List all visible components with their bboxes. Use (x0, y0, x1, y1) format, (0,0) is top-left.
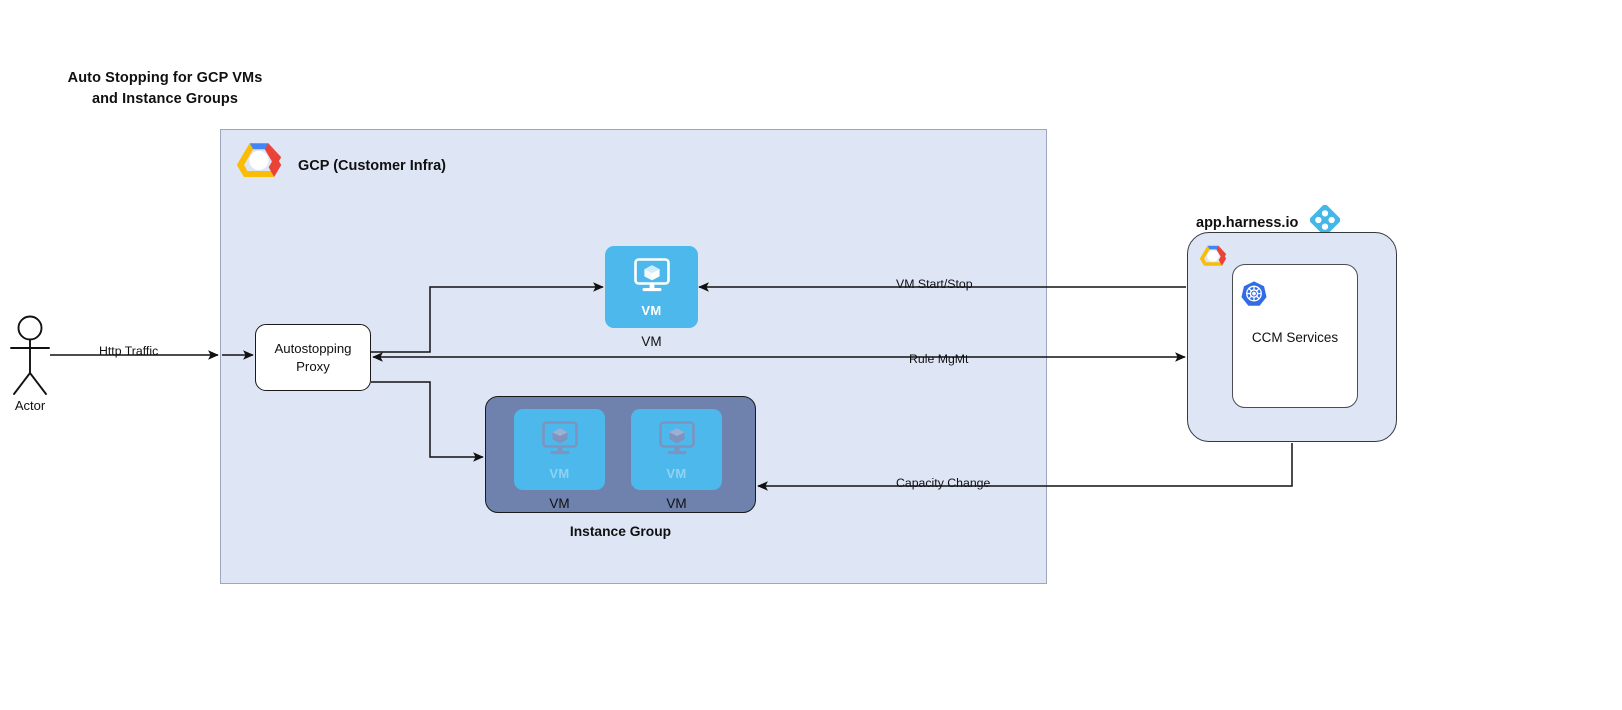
instance-group-vm-caption: VM (549, 496, 570, 511)
autostopping-proxy-node[interactable]: Autostopping Proxy (255, 324, 371, 391)
harness-header: app.harness.io (1196, 204, 1341, 240)
instance-group-vm-node[interactable]: VM (514, 409, 605, 490)
page-title: Auto Stopping for GCP VMs and Instance G… (45, 68, 285, 110)
ccm-services-label: CCM Services (1251, 330, 1339, 345)
gcp-logo-icon (1197, 243, 1229, 277)
instance-group-vm-caption: VM (666, 496, 687, 511)
edge-label-capacity-change: Capacity Change (893, 476, 994, 490)
autostopping-proxy-label: Autostopping Proxy (275, 340, 352, 374)
actor-caption: Actor (14, 398, 46, 413)
page-title-line-1: Auto Stopping for GCP VMs (67, 70, 263, 86)
harness-title: app.harness.io (1196, 214, 1299, 231)
edge-label-vm-start-stop: VM Start/Stop (893, 277, 976, 291)
vm-node-caption: VM (641, 334, 662, 349)
autostopping-proxy-label-line-2: Proxy (296, 358, 330, 374)
instance-group-caption: Instance Group (569, 524, 672, 539)
edge-label-http-traffic: Http Traffic (96, 344, 162, 358)
edge-label-rule-mgmt: Rule MgMt (906, 352, 972, 366)
vm-monitor-cube-icon (538, 419, 582, 464)
harness-diamond-logo-icon (1309, 204, 1341, 240)
instance-group-vm-inner-label: VM (666, 465, 687, 481)
vm-monitor-cube-icon (630, 256, 674, 301)
kubernetes-helm-icon (1240, 280, 1268, 313)
autostopping-proxy-label-line-1: Autostopping (274, 341, 352, 357)
instance-group-vm-node[interactable]: VM (631, 409, 722, 490)
gcp-container-title: GCP (Customer Infra) (298, 157, 446, 174)
vm-node[interactable]: VM (605, 246, 698, 328)
page-title-line-2: and Instance Groups (91, 91, 239, 108)
instance-group-vm-inner-label: VM (549, 465, 570, 481)
gcp-logo-icon (232, 139, 286, 192)
vm-node-inner-label: VM (641, 303, 662, 318)
actor-stick-figure-icon (10, 315, 50, 395)
vm-monitor-cube-icon (655, 419, 699, 464)
gcp-container-header: GCP (Customer Infra) (232, 139, 446, 192)
